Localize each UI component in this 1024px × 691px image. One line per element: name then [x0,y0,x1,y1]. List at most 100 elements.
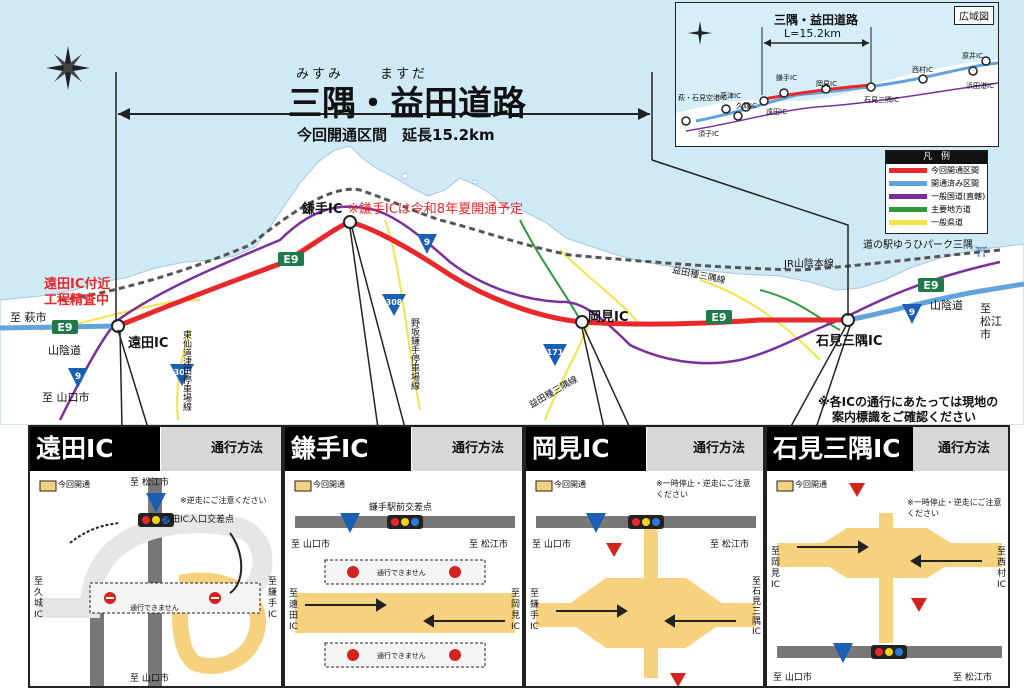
ic-confirm-note-1: ※各ICの通行にあたっては現地の [818,395,999,409]
toda-ic-label[interactable]: 遠田IC [128,336,169,351]
panel-kamate-closed-2: 通行できません [377,652,426,660]
panel-okami-legend: 今回開通 [554,480,586,489]
ruby-masuda: ますだ [380,67,429,82]
inset-title: 三隅・益田道路 [774,13,859,27]
legend-swatch [889,168,927,173]
panel-okami-method: 通行方法 [647,427,763,471]
nomura-road: 野坂鎌手停車場線 [409,318,419,390]
iwami-misumi-ic-label[interactable]: 石見三隅IC [816,334,883,349]
okami-ic-marker[interactable] [575,315,589,329]
route9-shield-3: 9 [909,308,915,318]
inset-length: L=15.2km [784,27,841,40]
panel-toda-right: 至鎌手IC [268,577,278,620]
e9-shield-2: E9 [57,321,72,334]
inset-ic-nishimura: 西村IC [912,66,933,74]
panel-toda-south: 至 山口市 [130,674,169,684]
route308-shield: 308 [386,298,403,307]
dest-matsue-2: 松江 [980,315,1002,328]
legend-item: 一般県道 [886,216,987,229]
e9-shield-3: E9 [711,311,726,324]
panel-kamate-west: 至 山口市 [291,540,330,550]
panel-kamate: 鎌手IC 通行方法 今回開通 鎌手駅前交差点 至 山口市 至 松江市 至遠田IC… [283,425,524,688]
sanin-road-right: 山陰道 [930,299,963,312]
panel-okami-title: 岡見IC [526,427,646,471]
route309-shield: 309 [174,368,191,377]
panel-kamate-left: 至遠田IC [289,589,299,632]
inset-ic-toda: 遠田IC [766,108,787,116]
panel-iwami-misumi-east: 至 松江市 [953,673,992,683]
panel-kamate-method: 通行方法 [412,427,522,471]
inset-label: 広域図 [954,6,994,25]
okami-ic-label[interactable]: 岡見IC [588,310,629,325]
panel-toda: 遠田IC 通行方法 今回開通 ※逆走にご注意ください 遠田IC入口交差点 至 松… [28,425,283,688]
panel-okami-left: 至鎌手IC [530,589,540,632]
inset-ic-hamadako: 浜田港IC [966,82,994,90]
legend-label: 主要地方道 [931,205,971,214]
michi-no-eki-icon: ⛩ [975,246,988,258]
legend-item: 一般国道(直轄) [886,190,987,203]
compass-icon [46,46,90,90]
legend-title: 凡 例 [886,151,987,164]
kamate-ic-marker[interactable] [343,215,357,229]
panel-kamate-legend: 今回開通 [313,480,345,489]
jr-line [59,187,1001,302]
inset-map: 広域図 三隅・益田道路 L=15.2km 原井IC 西村IC 浜田港IC 石見三… [675,2,999,147]
panel-okami-note: ※一時停止・逆走にご注意ください [656,479,751,499]
legend-item: 主要地方道 [886,203,987,216]
route171-shield: 171 [547,348,564,357]
route-9 [58,205,1001,421]
legend-label: 開通済み区間 [931,179,979,188]
sanin-road-left: 山陰道 [48,344,81,357]
e9-shield-1: E9 [283,253,298,266]
legend-swatch [889,220,927,225]
toda-construction-note-1: 遠田IC付近 [44,277,111,292]
inset-ic-kushiro: 久城IC [736,102,757,110]
panel-toda-left: 至久城IC [34,577,44,620]
legend-swatch [889,194,927,199]
inset-ic-harai: 原井IC [962,52,983,60]
new-section [117,219,848,329]
jr-line-label: JR山陰本線 [784,259,834,270]
route9-shield-1: 9 [424,238,430,248]
panel-okami-west: 至 山口市 [532,540,571,550]
panel-iwami-misumi-title: 石見三隅IC [767,427,917,471]
panel-toda-intersection: 遠田IC入口交差点 [162,515,234,525]
panel-kamate-intersection: 鎌手駅前交差点 [369,503,433,513]
panel-okami: 岡見IC 通行方法 今回開通 ※一時停止・逆走にご注意ください 至 山口市 至 … [524,425,765,688]
panel-iwami-misumi-right: 至西村IC [997,547,1007,590]
toda-construction-note-2: 工程精査中 [44,293,110,308]
inset-ic-sugo: 須子IC [698,130,719,138]
panel-toda-note: ※逆走にご注意ください [180,496,267,505]
e9-shield-4: E9 [923,279,938,292]
panel-kamate-closed-1: 通行できません [377,569,426,577]
panel-iwami-misumi-left: 至岡見IC [771,547,781,590]
panel-toda-title: 遠田IC [30,427,160,471]
inset-ic-takatsu: 高津IC [720,92,741,100]
legend-item: 今回開通区間 [886,164,987,177]
inset-ic-kamate: 鎌手IC [776,74,797,82]
inset-ic-hagi-iwami-airport: 萩・石見空港IC [678,94,727,102]
legend-swatch [889,207,927,212]
panel-kamate-east: 至 松江市 [469,540,508,550]
panel-iwami-misumi: 石見三隅IC 通行方法 今回開通 ※一時停止・逆走にご注意ください 至 山口市 … [765,425,1010,688]
panel-okami-east: 至 松江市 [710,540,749,550]
michi-no-eki-label: 道の駅ゆうひパーク三隅 [863,240,973,251]
legend-label: 一般国道(直轄) [931,192,986,201]
ic-confirm-note-2: 案内標識をご確認ください [832,410,977,424]
ruby-misumi: みすみ [296,67,345,82]
dest-matsue-3: 市 [980,328,991,341]
inset-ic-iwami-misumi: 石見三隅IC [864,96,899,104]
panel-kamate-title: 鎌手IC [285,427,411,471]
kamate-ic-label[interactable]: 鎌手IC [302,202,343,217]
kamate-opening-note: ※鎌手ICは令和8年夏開通予定 [348,202,524,217]
panel-okami-right: 至石見三隅IC [752,577,762,637]
inset-ic-okami: 岡見IC [816,80,837,88]
land-area [0,145,1024,425]
legend: 凡 例 今回開通区間開通済み区間一般国道(直轄) 主要地方道一般県道 [885,150,988,234]
higashi-sendzu-road: 東仙道津田停車場線 [181,330,191,411]
legend-item: 開通済み区間 [886,177,987,190]
section-length: 今回開通区間 延長15.2km [297,126,495,144]
route9-shield-2: 9 [75,372,81,382]
panel-toda-north: 至 松江市 [130,478,169,488]
